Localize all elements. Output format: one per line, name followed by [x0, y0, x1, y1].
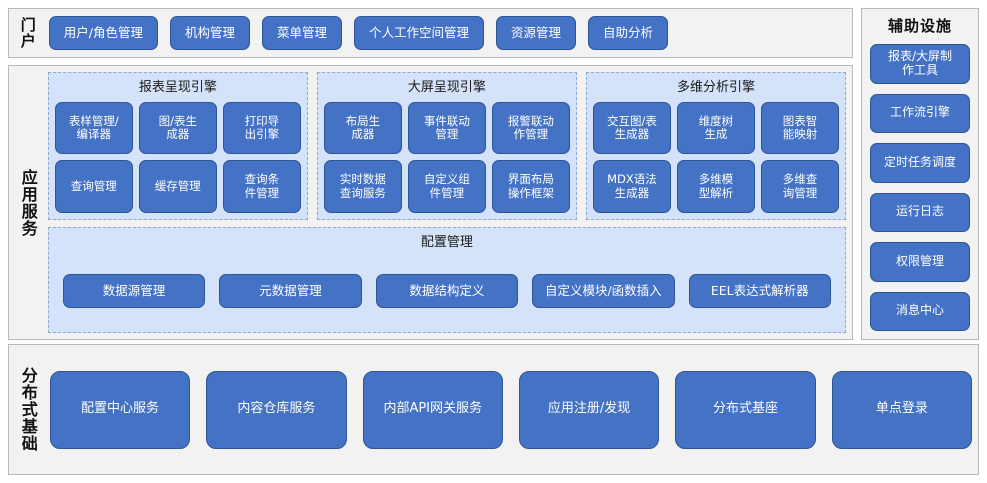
engine-item-chart-table-generator[interactable]: 图/表生 成器: [138, 101, 217, 155]
engine-item-multidim-model-parsing[interactable]: 多维模 型解析: [676, 160, 755, 213]
engine-item-layout-generator[interactable]: 布局生 成器: [323, 101, 402, 155]
config-item-datasource-management[interactable]: 数据源管理: [62, 274, 206, 309]
top-zone: 门户 用户/角色管理 机构管理 菜单管理 个人工作空间管理 资源管理 自助分析 …: [8, 8, 979, 340]
engine-item-query-management[interactable]: 查询管理: [54, 160, 133, 213]
engine-item-chart-smart-mapping[interactable]: 图表智 能映射: [760, 101, 839, 155]
engine-item-print-export-engine[interactable]: 打印导 出引擎: [222, 101, 301, 155]
portal-item-user-role-management[interactable]: 用户/角色管理: [48, 16, 158, 50]
infra-item-app-registration-discovery[interactable]: 应用注册/发现: [518, 370, 660, 449]
auxiliary-facilities-section: 辅助设施 报表/大屏制 作工具 工作流引擎 定时任务调度 运行日志 权限管理 消…: [861, 8, 979, 340]
engine-group-bigscreen: 大屏呈现引擎 布局生 成器 事件联动 管理 报警联动 作管理 实时数据 查询服务…: [316, 72, 577, 220]
engine-item-dimension-tree-generation[interactable]: 维度树 生成: [676, 101, 755, 155]
engine-group-report-items: 表样管理/ 编译器 图/表生 成器 打印导 出引擎 查询管理 缓存管理 查询条 …: [54, 101, 301, 213]
aux-item-message-center[interactable]: 消息中心: [870, 291, 970, 331]
config-item-custom-module-function-insert[interactable]: 自定义模块/函数插入: [532, 274, 675, 309]
config-management-items: 数据源管理 元数据管理 数据结构定义 自定义模块/函数插入 EEL表达式解析器: [55, 257, 839, 327]
aux-item-runtime-log[interactable]: 运行日志: [870, 192, 970, 232]
engine-group-multidim: 多维分析引擎 交互图/表 生成器 维度树 生成 图表智 能映射 MDX语法 生成…: [585, 72, 846, 220]
application-service-section-label: 应用服务: [18, 168, 38, 237]
left-stack: 门户 用户/角色管理 机构管理 菜单管理 个人工作空间管理 资源管理 自助分析 …: [8, 8, 853, 340]
portal-item-personal-workspace-management[interactable]: 个人工作空间管理: [354, 16, 485, 50]
engine-item-ui-layout-operation-framework[interactable]: 界面布局 操作框架: [491, 160, 570, 213]
infra-item-content-repository-service[interactable]: 内容仓库服务: [206, 370, 347, 449]
engine-item-cache-management[interactable]: 缓存管理: [138, 160, 217, 213]
infra-item-distributed-base[interactable]: 分布式基座: [675, 370, 816, 449]
engine-item-event-linkage-management[interactable]: 事件联动 管理: [407, 101, 486, 155]
config-management-group: 配置管理 数据源管理 元数据管理 数据结构定义 自定义模块/函数插入 EEL表达…: [47, 227, 846, 333]
config-item-data-structure-definition[interactable]: 数据结构定义: [375, 274, 519, 309]
infrastructure-section-label: 分布式基础: [18, 367, 38, 452]
engine-item-alarm-linkage-action-management[interactable]: 报警联动 作管理: [491, 101, 570, 155]
engine-group-bigscreen-title: 大屏呈现引擎: [407, 80, 486, 95]
auxiliary-facilities-list: 报表/大屏制 作工具 工作流引擎 定时任务调度 运行日志 权限管理 消息中心: [870, 44, 970, 331]
aux-item-permission-management[interactable]: 权限管理: [870, 242, 970, 282]
engine-group-multidim-items: 交互图/表 生成器 维度树 生成 图表智 能映射 MDX语法 生成器 多维模 型…: [592, 101, 839, 213]
engine-item-interactive-chart-table-generator[interactable]: 交互图/表 生成器: [592, 101, 671, 155]
engine-item-query-condition-management[interactable]: 查询条 件管理: [222, 160, 301, 213]
portal-section: 门户 用户/角色管理 机构管理 菜单管理 个人工作空间管理 资源管理 自助分析: [8, 8, 853, 58]
portal-item-self-service-analysis[interactable]: 自助分析: [588, 16, 669, 50]
engine-item-realtime-data-query-service[interactable]: 实时数据 查询服务: [323, 160, 402, 213]
infrastructure-section: 分布式基础 配置中心服务 内容仓库服务 内部API网关服务 应用注册/发现 分布…: [8, 344, 979, 475]
engine-item-custom-component-management[interactable]: 自定义组 件管理: [407, 160, 486, 213]
engine-group-bigscreen-items: 布局生 成器 事件联动 管理 报警联动 作管理 实时数据 查询服务 自定义组 件…: [323, 101, 570, 213]
engine-group-report-title: 报表呈现引擎: [138, 80, 217, 95]
portal-item-resource-management[interactable]: 资源管理: [496, 16, 577, 50]
engine-group-list: 报表呈现引擎 表样管理/ 编译器 图/表生 成器 打印导 出引擎 查询管理 缓存…: [47, 72, 846, 220]
portal-section-label: 门户: [18, 17, 37, 49]
config-item-metadata-management[interactable]: 元数据管理: [219, 274, 362, 309]
config-management-title: 配置管理: [420, 235, 473, 250]
aux-item-scheduled-task-scheduler[interactable]: 定时任务调度: [870, 143, 970, 183]
config-item-eel-expression-parser[interactable]: EEL表达式解析器: [688, 274, 831, 309]
aux-item-report-bigscreen-authoring-tool[interactable]: 报表/大屏制 作工具: [870, 44, 970, 84]
engine-item-mdx-syntax-generator[interactable]: MDX语法 生成器: [592, 160, 671, 213]
portal-item-org-management[interactable]: 机构管理: [169, 16, 250, 50]
auxiliary-facilities-title: 辅助设施: [887, 17, 952, 35]
engine-group-multidim-title: 多维分析引擎: [676, 80, 755, 95]
infrastructure-item-list: 配置中心服务 内容仓库服务 内部API网关服务 应用注册/发现 分布式基座 单点…: [40, 351, 973, 468]
aux-item-workflow-engine[interactable]: 工作流引擎: [870, 93, 970, 133]
portal-item-list: 用户/角色管理 机构管理 菜单管理 个人工作空间管理 资源管理 自助分析: [39, 16, 846, 50]
bottom-zone: 分布式基础 配置中心服务 内容仓库服务 内部API网关服务 应用注册/发现 分布…: [0, 340, 987, 483]
infra-item-single-sign-on[interactable]: 单点登录: [831, 370, 973, 449]
application-service-section: 应用服务 报表呈现引擎 表样管理/ 编译器 图/表生 成器 打印导 出引擎 查询…: [8, 65, 853, 340]
application-service-body: 报表呈现引擎 表样管理/ 编译器 图/表生 成器 打印导 出引擎 查询管理 缓存…: [40, 72, 846, 333]
engine-item-multidim-query-management[interactable]: 多维查 询管理: [760, 160, 839, 213]
engine-group-report: 报表呈现引擎 表样管理/ 编译器 图/表生 成器 打印导 出引擎 查询管理 缓存…: [47, 72, 308, 220]
infra-item-internal-api-gateway-service[interactable]: 内部API网关服务: [362, 370, 503, 449]
infra-item-config-center-service[interactable]: 配置中心服务: [49, 370, 191, 449]
portal-item-menu-management[interactable]: 菜单管理: [261, 16, 342, 50]
engine-item-report-template-management[interactable]: 表样管理/ 编译器: [54, 101, 133, 155]
